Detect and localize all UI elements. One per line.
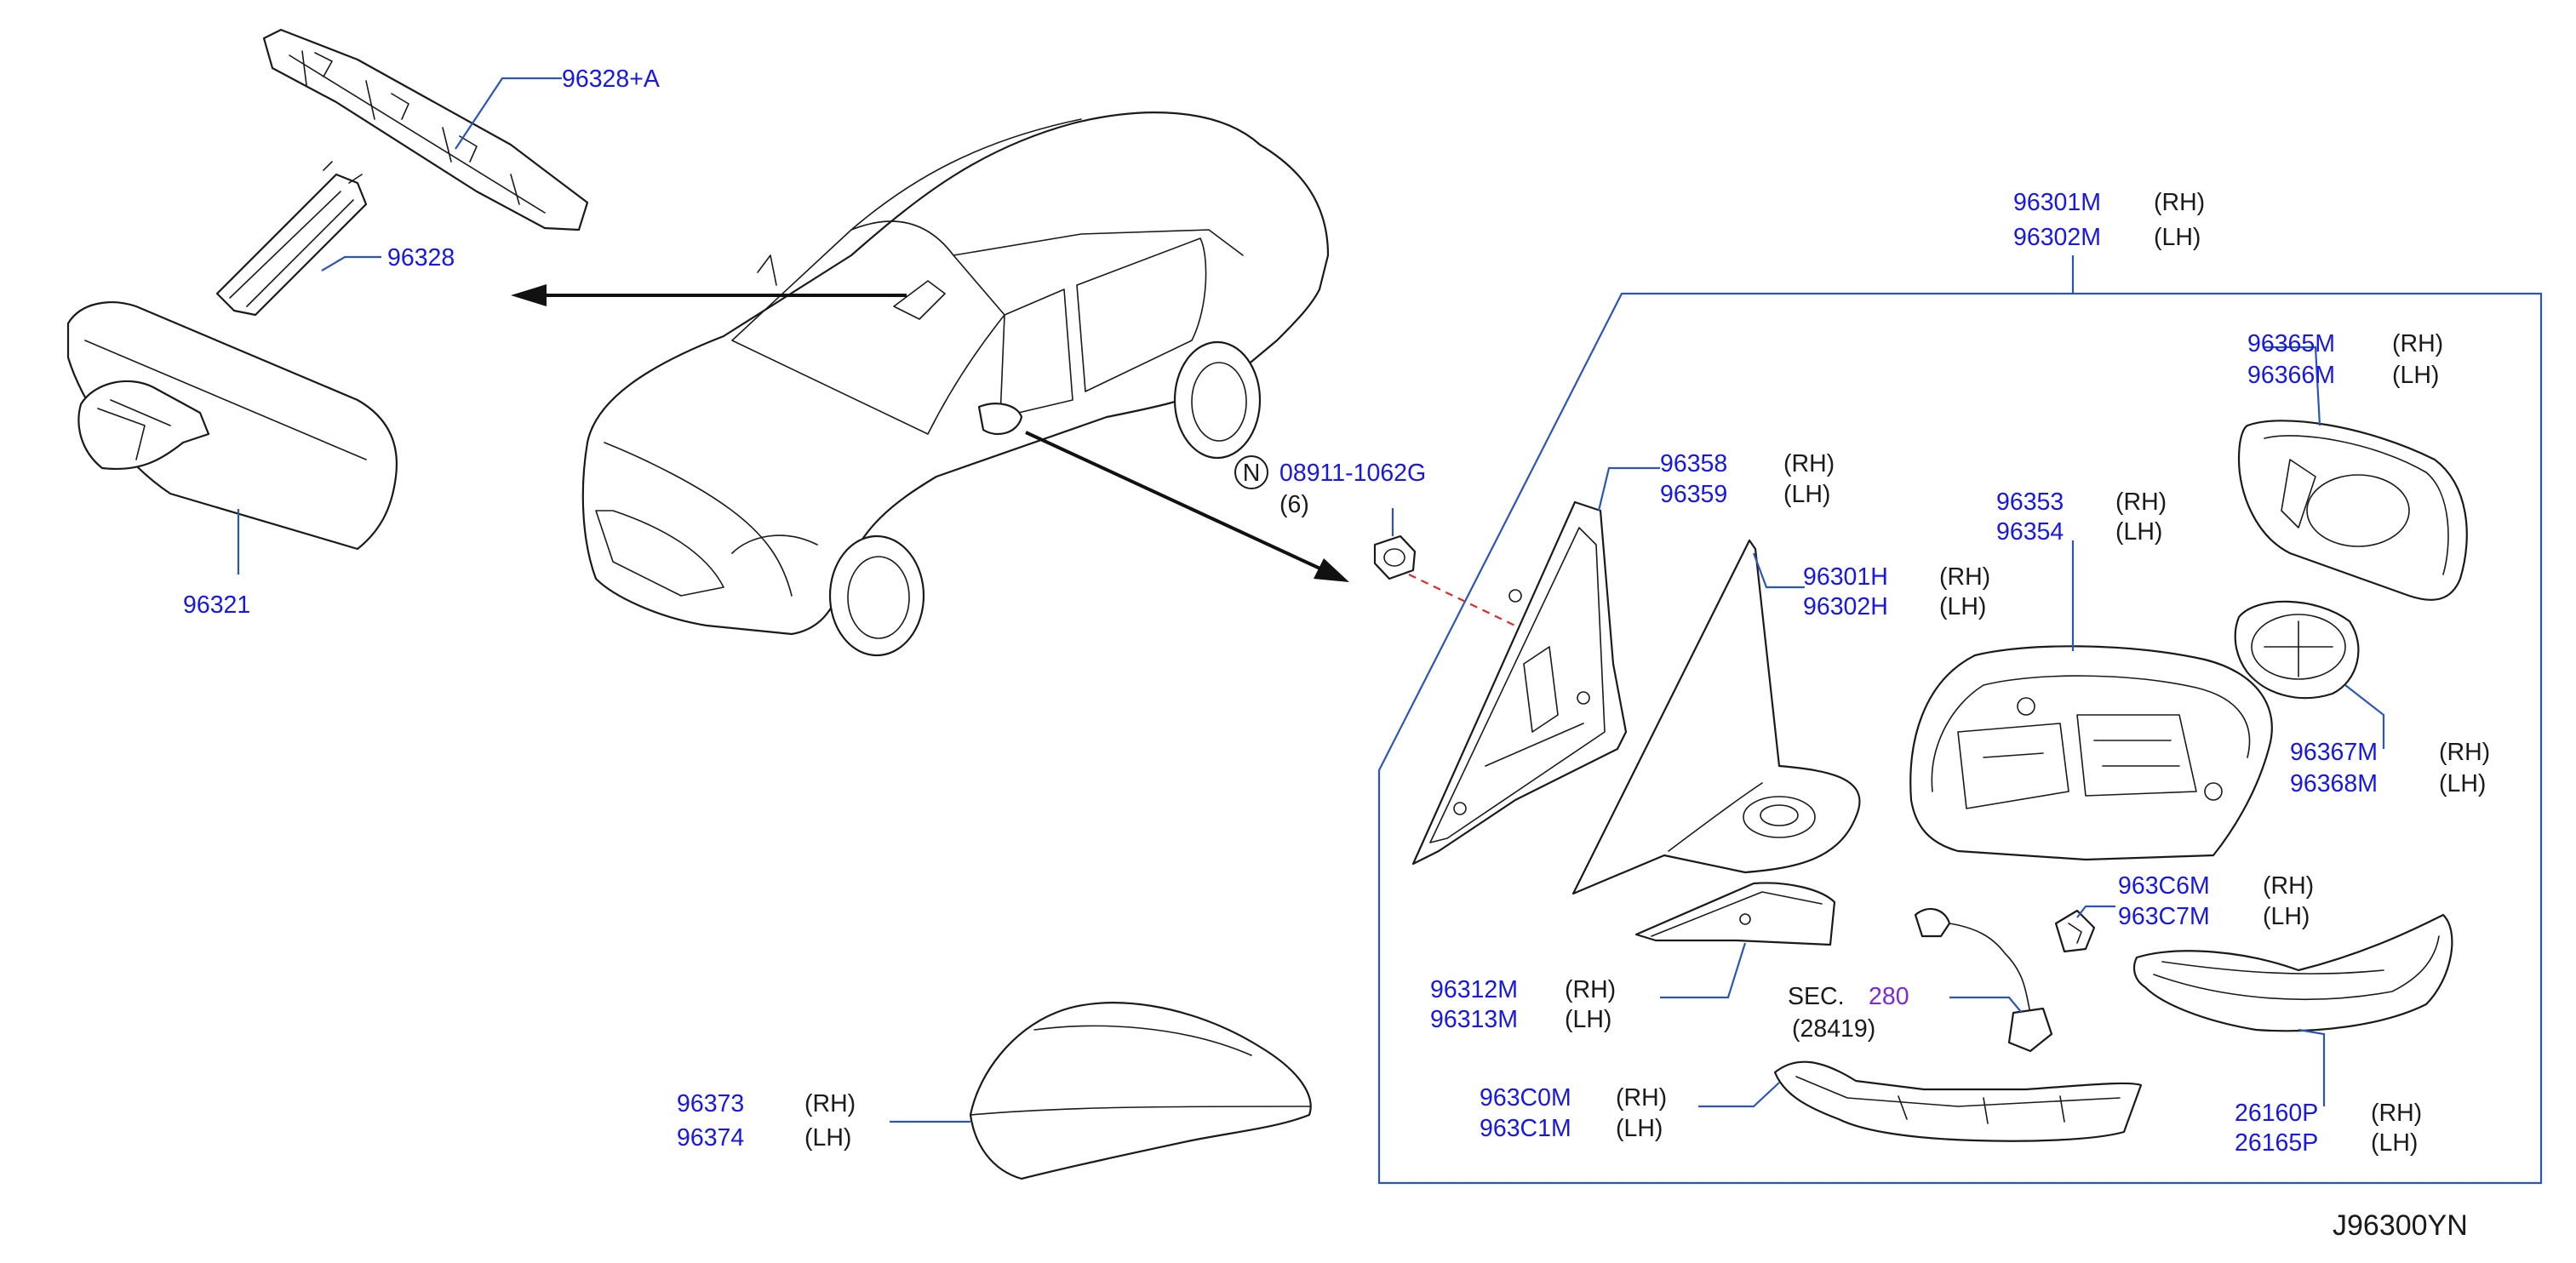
side-lh: (LH) — [1939, 593, 1986, 620]
nut-symbol: N — [1243, 460, 1261, 487]
part-labels: 96328+A 96328 96321 96301M (RH) 96302M (… — [183, 66, 2490, 1242]
nut-fastener — [1373, 534, 1525, 631]
part-number-963c0m: 963C0M — [1480, 1084, 1571, 1112]
side-lh: (LH) — [804, 1124, 851, 1152]
part-number-96359: 96359 — [1660, 481, 1727, 508]
part-number-96354: 96354 — [1996, 518, 2064, 546]
mirror-lower-cover — [1634, 882, 1836, 946]
part-number-96302m: 96302M — [2013, 224, 2101, 251]
side-lh: (LH) — [2392, 362, 2439, 389]
part-number-96368m: 96368M — [2290, 770, 2378, 797]
part-number-96313m: 96313M — [1430, 1006, 1518, 1033]
side-lh: (LH) — [2439, 770, 2486, 797]
inner-mirror-cover — [262, 28, 589, 231]
side-camera-connector — [1914, 907, 2053, 1053]
side-lh: (LH) — [2115, 518, 2162, 546]
side-rh: (RH) — [2154, 189, 2205, 216]
bolt-quantity: (6) — [1279, 491, 1309, 518]
side-lh: (LH) — [1783, 481, 1830, 508]
side-rh: (RH) — [1939, 563, 1990, 591]
part-number-26165p: 26165P — [2235, 1129, 2318, 1157]
section-sub-number: (28419) — [1792, 1015, 1875, 1043]
side-rh: (RH) — [2392, 330, 2443, 357]
side-lh: (LH) — [2154, 224, 2201, 251]
side-lh: (LH) — [1616, 1115, 1663, 1142]
outer-mirror-assembly-frame — [1377, 292, 2543, 1185]
side-rh: (RH) — [2439, 739, 2490, 766]
section-prefix: SEC. — [1788, 983, 1845, 1010]
mirror-actuator — [2234, 600, 2360, 700]
part-number-96366m: 96366M — [2247, 362, 2335, 389]
side-rh: (RH) — [2115, 489, 2167, 516]
side-rh: (RH) — [2263, 872, 2314, 900]
part-number-96374: 96374 — [677, 1124, 744, 1152]
part-number-08911: 08911-1062G — [1279, 460, 1426, 487]
part-number-96353: 96353 — [1996, 489, 2064, 516]
part-number-96312m: 96312M — [1430, 976, 1518, 1003]
part-number-96302h: 96302H — [1803, 593, 1888, 620]
nut-symbol-circle — [1234, 455, 1268, 489]
inner-rearview-mirror — [66, 301, 398, 551]
part-number-96328a: 96328+A — [562, 66, 660, 93]
leader-lines — [237, 77, 2385, 1123]
car-illustration — [581, 111, 1330, 657]
section-number-link: 280 — [1869, 983, 1909, 1010]
mirror-glass — [2237, 420, 2468, 601]
part-number-96301h: 96301H — [1803, 563, 1888, 591]
mirror-housing-cover — [1909, 645, 2273, 861]
mirror-housing — [1571, 539, 1861, 895]
drawing-code: J96300YN — [2333, 1209, 2468, 1242]
part-number-963c7m: 963C7M — [2118, 903, 2210, 930]
part-number-96367m: 96367M — [2290, 739, 2378, 766]
side-lh: (LH) — [2263, 903, 2310, 930]
side-lh: (LH) — [1565, 1006, 1611, 1033]
side-rh: (RH) — [1783, 450, 1835, 477]
callout-arrows — [511, 284, 1349, 582]
part-number-96328: 96328 — [387, 244, 455, 271]
mirror-cap — [969, 1002, 1312, 1180]
mirror-base-bracket — [215, 161, 368, 317]
part-number-963c6m: 963C6M — [2118, 872, 2210, 900]
part-number-96301m: 96301M — [2013, 189, 2101, 216]
side-lh: (LH) — [2371, 1129, 2418, 1157]
part-number-26160p: 26160P — [2235, 1100, 2318, 1127]
side-rh: (RH) — [1616, 1084, 1667, 1112]
turn-signal-lamp — [2132, 913, 2453, 1032]
side-rh: (RH) — [804, 1090, 856, 1117]
part-number-963c1m: 963C1M — [1480, 1115, 1571, 1142]
part-number-96321: 96321 — [183, 591, 250, 619]
side-rh: (RH) — [2371, 1100, 2422, 1127]
part-number-96365m: 96365M — [2247, 330, 2335, 357]
side-rh: (RH) — [1565, 976, 1616, 1003]
wire-harness — [2054, 909, 2096, 953]
mirror-bottom-trim — [1773, 1060, 2143, 1142]
mirror-base-gasket — [1411, 500, 1628, 866]
part-number-96358: 96358 — [1660, 450, 1727, 477]
part-number-96373: 96373 — [677, 1090, 744, 1117]
